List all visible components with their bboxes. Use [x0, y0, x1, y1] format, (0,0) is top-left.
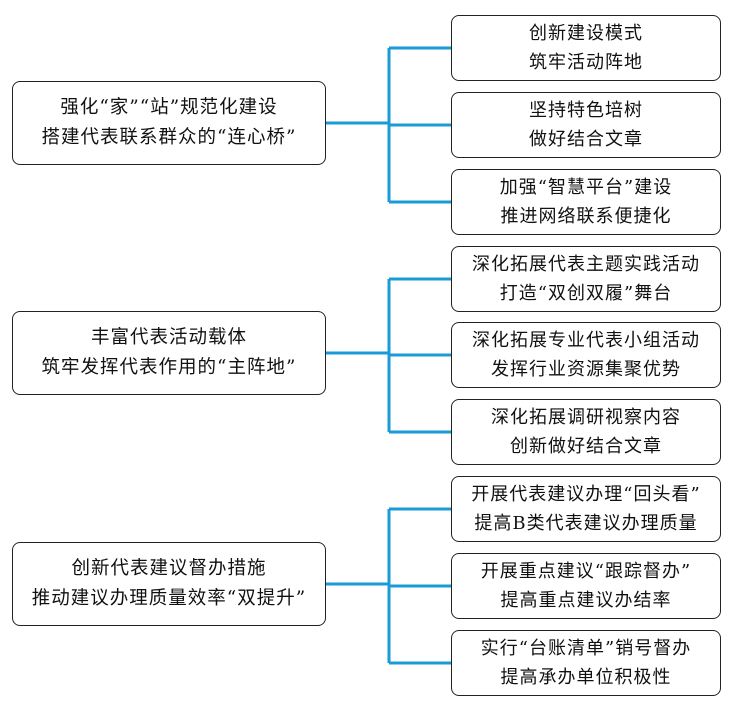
child-box-3-1-line-2: 提高B类代表建议办理质量 — [474, 513, 698, 534]
child-box-2-1-line-1: 深化拓展代表主题实践活动 — [472, 254, 700, 275]
parent-box-2: 丰富代表活动载体 筑牢发挥代表作用的“主阵地” — [12, 311, 326, 395]
child-box-2-3-line-2: 创新做好结合文章 — [510, 436, 662, 457]
parent-box-2-line-1: 丰富代表活动载体 — [90, 327, 247, 348]
child-box-3-1: 开展代表建议办理“回头看” 提高B类代表建议办理质量 — [451, 476, 721, 542]
child-box-1-1-line-2: 筑牢活动阵地 — [529, 52, 643, 73]
child-box-2-2-line-2: 发挥行业资源集聚优势 — [491, 359, 681, 380]
parent-box-3-line-1: 创新代表建议督办措施 — [71, 558, 267, 579]
child-box-2-3: 深化拓展调研视察内容 创新做好结合文章 — [451, 399, 721, 465]
child-box-3-3-line-2: 提高承办单位积极性 — [500, 667, 672, 688]
child-box-1-2-line-2: 做好结合文章 — [529, 129, 643, 150]
child-box-2-2-line-1: 深化拓展专业代表小组活动 — [472, 330, 700, 351]
child-box-2-1-line-2: 打造“双创双履”舞台 — [499, 283, 673, 304]
parent-box-1-line-2: 搭建代表联系群众的“连心桥” — [41, 127, 297, 148]
child-box-3-2-line-1: 开展重点建议“跟踪督办” — [480, 561, 692, 582]
child-box-2-3-line-1: 深化拓展调研视察内容 — [491, 407, 681, 428]
child-box-3-2: 开展重点建议“跟踪督办” 提高重点建议办结率 — [451, 553, 721, 619]
child-box-3-2-line-2: 提高重点建议办结率 — [500, 590, 672, 611]
child-box-3-1-line-1: 开展代表建议办理“回头看” — [471, 484, 701, 505]
parent-box-2-line-2: 筑牢发挥代表作用的“主阵地” — [41, 357, 297, 378]
parent-box-3-line-2: 推动建议办理质量效率“双提升” — [31, 588, 307, 609]
child-box-3-3: 实行“台账清单”销号督办 提高承办单位积极性 — [451, 630, 721, 696]
child-box-1-1-line-1: 创新建设模式 — [529, 23, 643, 44]
child-box-1-3: 加强“智慧平台”建设 推进网络联系便捷化 — [451, 169, 721, 235]
parent-box-3: 创新代表建议督办措施 推动建议办理质量效率“双提升” — [12, 542, 326, 626]
parent-box-1-line-1: 强化“家”“站”规范化建设 — [60, 97, 278, 118]
child-box-2-2: 深化拓展专业代表小组活动 发挥行业资源集聚优势 — [451, 322, 721, 388]
child-box-1-3-line-2: 推进网络联系便捷化 — [500, 206, 672, 227]
child-box-2-1: 深化拓展代表主题实践活动 打造“双创双履”舞台 — [451, 246, 721, 312]
parent-box-1: 强化“家”“站”规范化建设 搭建代表联系群众的“连心桥” — [12, 81, 326, 165]
child-box-1-3-line-1: 加强“智慧平台”建设 — [499, 177, 673, 198]
child-box-3-3-line-1: 实行“台账清单”销号督办 — [480, 638, 692, 659]
child-box-1-2-line-1: 坚持特色培树 — [529, 100, 643, 121]
child-box-1-1: 创新建设模式 筑牢活动阵地 — [451, 15, 721, 81]
child-box-1-2: 坚持特色培树 做好结合文章 — [451, 92, 721, 158]
